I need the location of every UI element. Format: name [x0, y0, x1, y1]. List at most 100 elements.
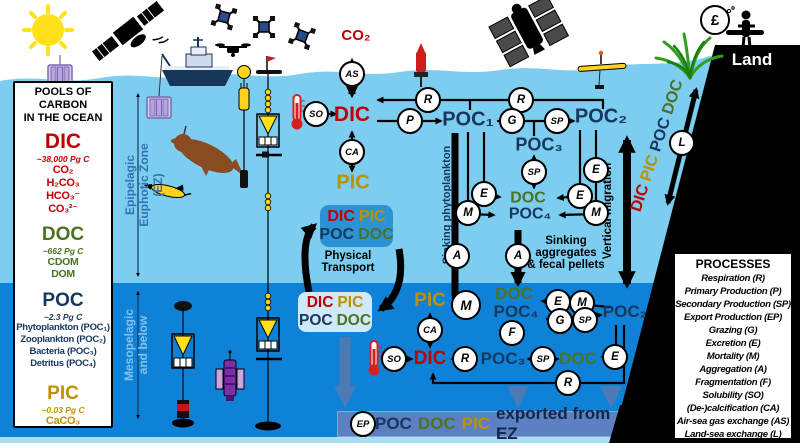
process-circle-p: P [397, 108, 423, 134]
doc-mesopelagic-lower-label: DOC [559, 349, 597, 369]
large-satellite-icon [488, 0, 570, 68]
thermometer-icon [368, 340, 382, 376]
pound-balloon-icon: £ [700, 5, 730, 35]
anchor-icon [172, 418, 194, 428]
process-item: Land-sea exchange (L) [684, 429, 782, 440]
process-item: (De-)calcification (CA) [686, 403, 780, 414]
process-circle-sp: SP [544, 108, 570, 134]
process-circle-g: G [499, 108, 525, 134]
seal-icon [171, 125, 244, 176]
process-circle-r: R [452, 346, 478, 372]
surfer-icon [726, 6, 764, 49]
pic-mesopelagic-label: PIC [414, 290, 446, 312]
process-circle-ca: CA [417, 317, 443, 343]
export-from-ez-bar: POC DOC PIC exported from EZ [337, 404, 638, 443]
process-item: Excretion (E) [705, 338, 761, 349]
glider-auv-icon [143, 183, 192, 199]
co2-label: CO₂ [341, 27, 371, 45]
anchor-icon [255, 421, 281, 431]
process-item: Grazing (G) [708, 325, 758, 336]
sediment-trap-icon [171, 333, 195, 369]
process-circle-r: R [508, 87, 534, 113]
pool-poc-amount: ~2.3 Pg C [43, 312, 83, 322]
process-circle-ep: EP [350, 411, 376, 437]
purple-sensor-icon [215, 350, 245, 401]
cubesat-icon [253, 16, 275, 38]
process-circle-so: SO [381, 346, 407, 372]
process-circle-g: G [547, 308, 573, 334]
pool-dic-amount: ~38,000 Pg C [36, 154, 90, 164]
export-arrows [334, 337, 622, 408]
process-circle-ca: CA [339, 139, 365, 165]
process-circle-sp: SP [521, 159, 547, 185]
process-item: Mortality (M) [706, 351, 760, 362]
process-item: Secondary Production (SP) [675, 299, 791, 310]
pool-doc-amount: ~662 Pg C [42, 246, 84, 256]
process-item: Air-sea gas exchange (AS) [676, 416, 790, 427]
process-circle-a: A [444, 243, 470, 269]
doc-epipelagic-label: DOC [510, 189, 546, 207]
mooring-line-icon [255, 56, 282, 431]
process-item: Respiration (R) [701, 273, 765, 284]
process-item: Aggregation (A) [699, 364, 767, 375]
poc3-mesopelagic-label: POC₃ [480, 349, 526, 369]
process-circle-e: E [471, 181, 497, 207]
pools-of-carbon-box: POOLS OF CARBON IN THE OCEAN DIC ~38,000… [13, 81, 113, 428]
cubesat-icon [210, 3, 238, 31]
mooring-line-icon [171, 301, 195, 428]
process-circle-r: R [415, 87, 441, 113]
doc-mesopelagic-upper-label: DOC [495, 284, 533, 304]
grass-icon [654, 32, 724, 80]
pool-pic-amount: ~0.03 Pg C [41, 405, 85, 415]
process-circle-as: AS [339, 61, 365, 87]
poc3-epipelagic-label: POC₃ [515, 134, 563, 155]
process-circle-sp: SP [572, 307, 598, 333]
pool-doc-heading: DOC [41, 224, 85, 245]
sediment-trap-icon [256, 317, 280, 352]
pic-epipelagic-label: PIC [336, 171, 370, 194]
pools-box-title: POOLS OF CARBON [34, 86, 92, 111]
process-circle-m: M [455, 200, 481, 226]
process-circle-r: R [555, 370, 581, 396]
process-circle-sp: SP [530, 346, 556, 372]
red-float-icon [414, 43, 428, 87]
process-circle-a: A [505, 243, 531, 269]
wave-glider-icon [577, 50, 627, 89]
dic-epipelagic-label: DIC [333, 102, 371, 126]
satellite-icon [91, 1, 169, 61]
ctd-rosette-icon [146, 96, 172, 119]
poc2-epipelagic-label: POC₂ [574, 105, 628, 128]
dic-mesopelagic-label: DIC [413, 348, 447, 370]
process-circle-m: M [583, 200, 609, 226]
process-circle-e: E [583, 157, 609, 183]
pool-poc-heading: POC [42, 290, 84, 311]
process-item: Fragmentation (F) [695, 377, 771, 388]
processes-title: PROCESSES [695, 257, 771, 271]
research-ship-icon [158, 37, 233, 97]
argo-float-icon [237, 65, 251, 188]
poc2-mesopelagic-label: POC₂ [602, 302, 648, 322]
physical-transport-label: Physical Transport [321, 249, 375, 274]
drone-icon [215, 43, 251, 57]
pool-pic-heading: PIC [47, 383, 79, 404]
bottom-water-strip [0, 437, 800, 443]
poc4-epipelagic-label: POC₄ [508, 205, 552, 223]
pool-dic-heading: DIC [44, 130, 82, 153]
sinking-aggregates-label: Sinking aggregates & fecal pellets [527, 234, 605, 272]
sediment-trap-icon [256, 113, 280, 148]
process-circle-so: SO [303, 101, 329, 127]
process-item: Solubility (SO) [702, 390, 764, 401]
sun-icon [22, 4, 74, 56]
poc1-label: POC₁ [442, 108, 494, 131]
land-label: Land [731, 50, 773, 70]
processes-legend-box: PROCESSES Respiration (R) Primary Produc… [673, 252, 793, 440]
process-circle-l: L [669, 130, 695, 156]
process-circle-m: M [451, 290, 481, 320]
process-circle-f: F [499, 320, 525, 346]
cubesat-icon [287, 21, 317, 51]
process-item: Primary Production (P) [684, 286, 782, 297]
process-circle-e: E [602, 344, 628, 370]
process-item: Export Production (EP) [684, 312, 782, 323]
